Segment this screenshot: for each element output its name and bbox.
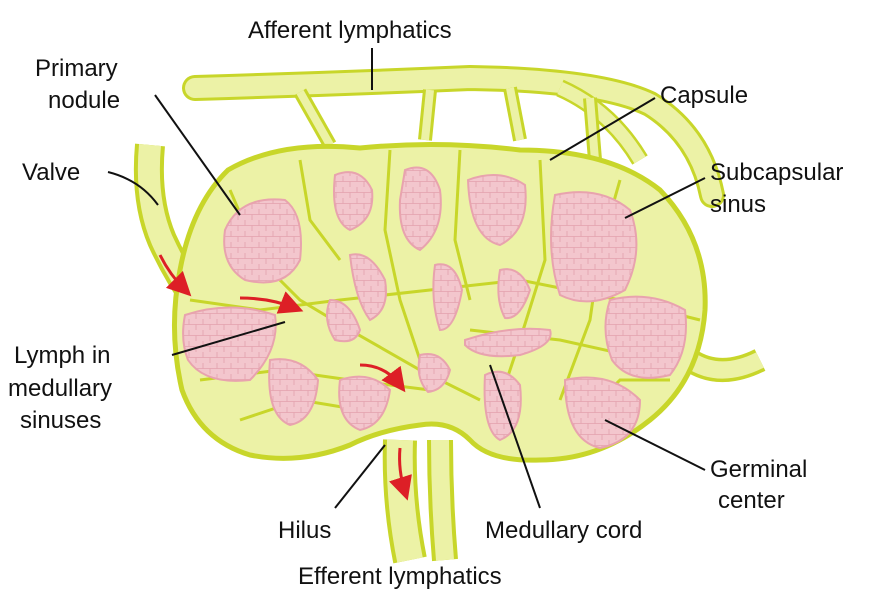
label-hilus: Hilus — [278, 517, 331, 544]
label-lymph-line1: Lymph in — [14, 342, 111, 369]
efferent-lymphatic-vessel — [400, 440, 445, 560]
label-efferent-lymphatics: Efferent lymphatics — [298, 563, 502, 590]
label-germinal-line1: Germinal — [710, 456, 807, 483]
label-medullary-cord: Medullary cord — [485, 517, 642, 544]
leader-primary-nodule — [155, 95, 240, 215]
large-nodule — [551, 192, 636, 301]
label-lymph-line2: medullary — [8, 375, 112, 402]
label-subcapsular-line2: sinus — [710, 191, 766, 218]
right-vessel — [690, 360, 760, 370]
label-capsule: Capsule — [660, 82, 748, 109]
label-subcapsular-line1: Subcapsular — [710, 159, 843, 186]
label-germinal-line2: center — [718, 487, 785, 514]
label-primary-line1: Primary — [35, 55, 118, 82]
label-primary-line2: nodule — [48, 87, 120, 114]
leader-germinal — [605, 420, 705, 470]
label-valve: Valve — [22, 159, 80, 186]
leader-hilus — [335, 445, 385, 508]
label-lymph-line3: sinuses — [20, 407, 101, 434]
label-afferent-lymphatics: Afferent lymphatics — [248, 17, 452, 44]
